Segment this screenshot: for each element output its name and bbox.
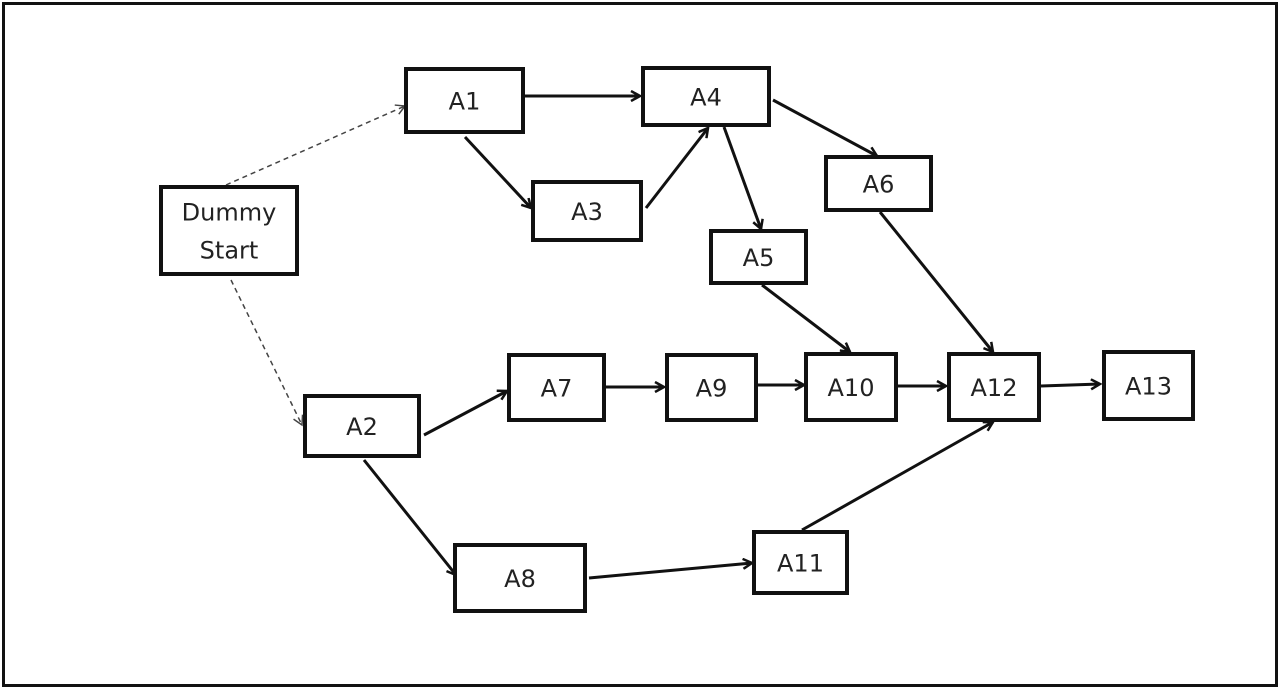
edge-a1-to-a3 [463, 135, 531, 208]
edge-a11-to-a12 [801, 420, 993, 532]
node-label: A1 [449, 88, 481, 116]
node-box [709, 229, 808, 285]
node-box [453, 543, 587, 613]
node-label: Start [200, 237, 259, 265]
node-label: A2 [346, 413, 378, 441]
node-box [531, 180, 643, 242]
node-box [159, 185, 299, 276]
node-label: A8 [504, 565, 536, 593]
edge-a5-to-a10 [761, 283, 850, 352]
node-label: Dummy [182, 199, 277, 227]
node-label: A12 [971, 374, 1018, 402]
node-label: A3 [571, 198, 603, 226]
node-label: A10 [828, 374, 875, 402]
node-label: A4 [690, 84, 722, 112]
node-label: A11 [777, 550, 824, 578]
node-box [1102, 350, 1195, 421]
node-a1: A1 [404, 67, 525, 134]
node-box [824, 155, 933, 212]
node-a9: A9 [665, 353, 758, 422]
node-box [303, 394, 421, 458]
node-a7: A7 [507, 353, 606, 422]
node-a10: A10 [804, 352, 898, 422]
node-a5: A5 [709, 229, 808, 285]
node-box [641, 66, 771, 127]
node-box [804, 352, 898, 422]
node-a3: A3 [531, 180, 643, 242]
node-box [752, 530, 849, 595]
edge-a8-to-a11 [588, 563, 752, 580]
node-a11: A11 [752, 530, 849, 595]
node-box [404, 67, 525, 134]
edge-a12-to-a13 [1040, 384, 1100, 386]
node-a8: A8 [453, 543, 587, 613]
node-label: A5 [743, 244, 775, 272]
node-a13: A13 [1102, 350, 1195, 421]
edges-layer [225, 96, 1100, 580]
node-label: A6 [863, 171, 895, 199]
edge-start-to-a2 [230, 279, 304, 427]
node-a6: A6 [824, 155, 933, 212]
node-box [507, 353, 606, 422]
edge-a2-to-a7 [423, 391, 507, 437]
node-label: A9 [696, 375, 728, 403]
node-box [947, 352, 1041, 422]
node-box [665, 353, 758, 422]
edge-a2-to-a8 [362, 459, 456, 575]
edge-a4-to-a6 [772, 98, 877, 156]
node-label: A13 [1125, 373, 1172, 401]
node-a2: A2 [303, 394, 421, 458]
node-label: A7 [541, 375, 573, 403]
edge-start-to-a1 [225, 104, 407, 186]
edge-a4-to-a5 [722, 126, 761, 229]
node-a12: A12 [947, 352, 1041, 422]
node-a4: A4 [641, 66, 771, 127]
edge-a6-to-a12 [878, 211, 993, 352]
edge-a3-to-a4 [644, 128, 708, 209]
